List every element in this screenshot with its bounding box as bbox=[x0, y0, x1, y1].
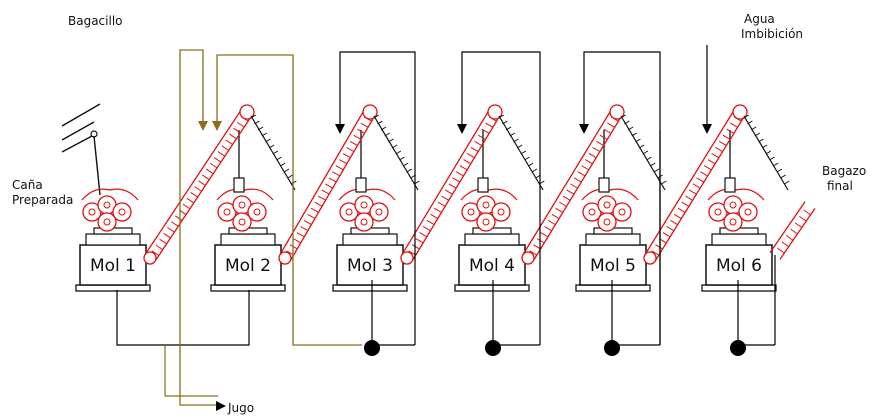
bagacillo-label: Bagacillo bbox=[68, 14, 123, 28]
mill-bearing-block bbox=[342, 233, 398, 246]
cane-feed-chute bbox=[61, 103, 101, 196]
arrow-down-icon bbox=[702, 124, 712, 134]
juice-recirculation-lines bbox=[116, 45, 776, 397]
pump-icon bbox=[730, 340, 746, 356]
mill-base bbox=[454, 284, 530, 292]
mill-base bbox=[575, 284, 651, 292]
carrier-2 bbox=[278, 104, 420, 265]
mill-bearing-block bbox=[464, 233, 520, 246]
bagacillo-lines bbox=[179, 49, 362, 411]
preparada-label: Preparada bbox=[12, 193, 73, 207]
final-label: final bbox=[827, 179, 853, 193]
mills-layer: Mol 1 Mol 2 Mol 3 Mol 4 Mol 5 Mol 6 bbox=[61, 103, 816, 292]
mill-roller bbox=[723, 212, 743, 232]
arrow-down-icon bbox=[579, 124, 589, 134]
mill-2: Mol 2 bbox=[210, 130, 286, 292]
mill-label: Mol 4 bbox=[469, 256, 515, 276]
mill-housing bbox=[214, 244, 282, 286]
mill-roller bbox=[247, 202, 267, 222]
mill-label: Mol 3 bbox=[347, 256, 393, 276]
mixed-juice-line bbox=[116, 290, 250, 346]
mill-base bbox=[210, 284, 286, 292]
mill-roller bbox=[597, 212, 617, 232]
arrow-down-icon bbox=[335, 124, 345, 134]
mill-roller bbox=[612, 202, 632, 222]
mill-bearing-block bbox=[85, 233, 141, 246]
mill-roller bbox=[112, 202, 132, 222]
cana-label: Caña bbox=[12, 178, 43, 192]
mill-label: Mol 5 bbox=[590, 256, 636, 276]
mill-3: Mol 3 bbox=[332, 130, 408, 292]
mill-roller bbox=[232, 212, 252, 232]
mill-bearing-block bbox=[711, 233, 767, 246]
mill-base bbox=[332, 284, 408, 292]
carrier-1 bbox=[143, 104, 297, 265]
mill-housing bbox=[458, 244, 526, 286]
return-chain bbox=[498, 114, 545, 191]
mill-base bbox=[75, 284, 151, 292]
mill-roller bbox=[354, 212, 374, 232]
mill-label: Mol 1 bbox=[90, 256, 136, 276]
mill-label: Mol 2 bbox=[225, 256, 271, 276]
arrow-right-icon bbox=[216, 401, 226, 411]
imbibicion-label: Imbibición bbox=[741, 27, 803, 41]
return-chain bbox=[743, 114, 790, 191]
mill-roller bbox=[738, 202, 758, 222]
arrow-down-icon bbox=[198, 121, 208, 131]
mill-base bbox=[701, 284, 777, 292]
mill-roller bbox=[97, 212, 117, 232]
mill-1: Mol 1 bbox=[75, 188, 151, 292]
carrier-5 bbox=[643, 104, 790, 265]
mill-5: Mol 5 bbox=[575, 130, 651, 292]
arrow-down-icon bbox=[212, 121, 222, 131]
arrow-down-icon bbox=[457, 124, 467, 134]
pump-icon bbox=[485, 340, 501, 356]
flow-lines-layer bbox=[116, 45, 776, 411]
carrier-4 bbox=[521, 104, 667, 265]
mill-label: Mol 6 bbox=[716, 256, 762, 276]
pump-icon bbox=[604, 340, 620, 356]
mill-roller bbox=[491, 202, 511, 222]
agua-label: Agua bbox=[744, 12, 775, 26]
carrier-3 bbox=[400, 104, 545, 265]
return-chain bbox=[373, 114, 420, 191]
bagazo-label: Bagazo bbox=[822, 164, 866, 178]
mill-6: Mol 6 bbox=[701, 130, 777, 292]
mill-bearing-block bbox=[585, 233, 641, 246]
mill-bearing-block bbox=[220, 233, 276, 246]
mill-roller bbox=[476, 212, 496, 232]
mill-4: Mol 4 bbox=[454, 130, 530, 292]
jugo-label: Jugo bbox=[227, 401, 254, 415]
mill-housing bbox=[336, 244, 404, 286]
return-chain bbox=[250, 114, 297, 191]
pump-icon bbox=[364, 340, 380, 356]
mill-roller bbox=[369, 202, 389, 222]
carrier-6 bbox=[769, 201, 816, 260]
